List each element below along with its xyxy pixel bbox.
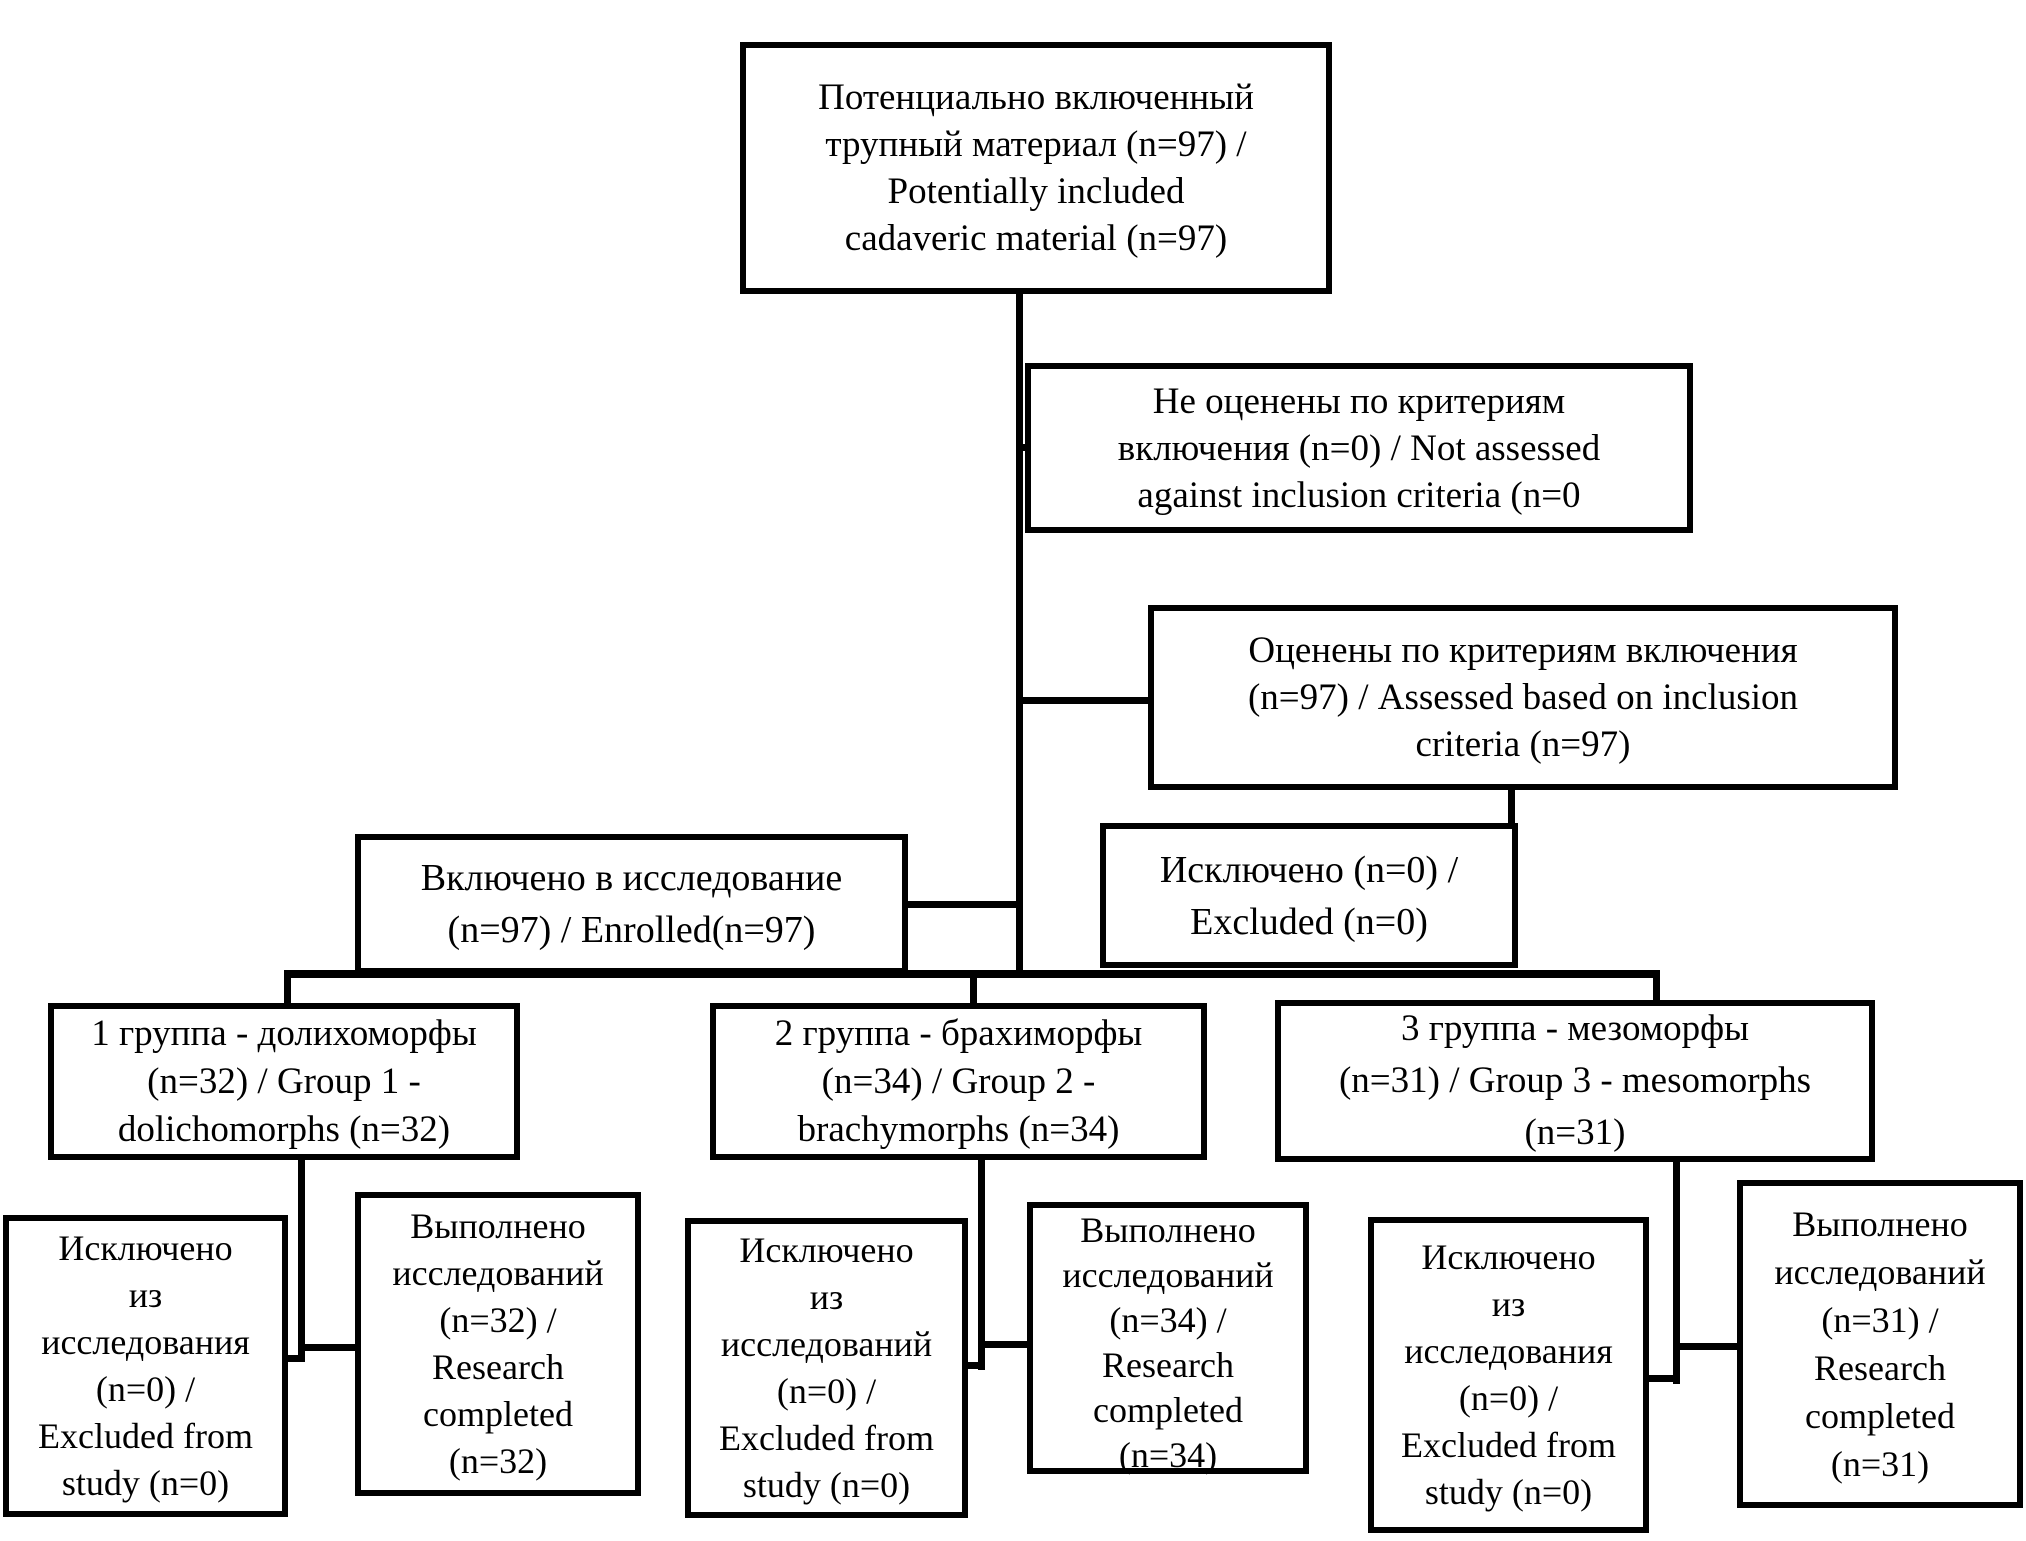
connector-drop-group1 <box>284 976 291 1008</box>
connector-trunk-vertical <box>1016 292 1023 978</box>
connector-assessed-to-excluded <box>1508 788 1515 828</box>
box-potentially-included: Потенциально включенный трупный материал… <box>740 42 1332 294</box>
connector-group2-stub-left <box>963 1362 985 1369</box>
box-group1-excluded: Исключено из исследования (n=0) / Exclud… <box>3 1215 288 1517</box>
connector-group1-down <box>298 1156 305 1362</box>
box-assessed: Оценены по критериям включения (n=97) / … <box>1148 605 1898 790</box>
connector-group2-elbow-right <box>978 1341 1032 1348</box>
box-group2-excluded: Исключено из исследований (n=0) / Exclud… <box>685 1218 968 1518</box>
box-group2-brachymorphs: 2 группа - брахиморфы (n=34) / Group 2 -… <box>710 1003 1207 1160</box>
box-enrolled: Включено в исследование (n=97) / Enrolle… <box>355 834 908 974</box>
connector-stub-enrolled <box>905 901 1023 908</box>
connector-drop-group2 <box>970 976 977 1008</box>
box-group3-excluded: Исключено из исследования (n=0) / Exclud… <box>1368 1217 1649 1533</box>
connector-group3-stub-left <box>1645 1375 1680 1382</box>
connector-group1-stub-left <box>283 1355 305 1362</box>
connector-stub-assessed <box>1020 697 1152 704</box>
connector-drop-group3 <box>1653 976 1660 1008</box>
box-not-assessed: Не оценены по критериям включения (n=0) … <box>1025 363 1693 533</box>
connector-distribution-bar <box>284 970 1660 978</box>
connector-group3-elbow-right <box>1673 1343 1743 1350</box>
connector-group1-elbow-right <box>298 1344 360 1351</box>
box-group1-completed: Выполнено исследований (n=32) / Research… <box>355 1192 641 1496</box>
box-group3-completed: Выполнено исследований (n=31) / Research… <box>1737 1180 2023 1508</box>
box-excluded: Исключено (n=0) / Excluded (n=0) <box>1100 823 1518 968</box>
box-group1-dolichomorphs: 1 группа - долихоморфы (n=32) / Group 1 … <box>48 1003 520 1160</box>
connector-group3-down <box>1673 1158 1680 1384</box>
box-group2-completed: Выполнено исследований (n=34) / Research… <box>1027 1202 1309 1475</box>
connector-group2-down <box>978 1156 985 1370</box>
box-group3-mesomorphs: 3 группа - мезоморфы (n=31) / Group 3 - … <box>1275 1000 1875 1162</box>
